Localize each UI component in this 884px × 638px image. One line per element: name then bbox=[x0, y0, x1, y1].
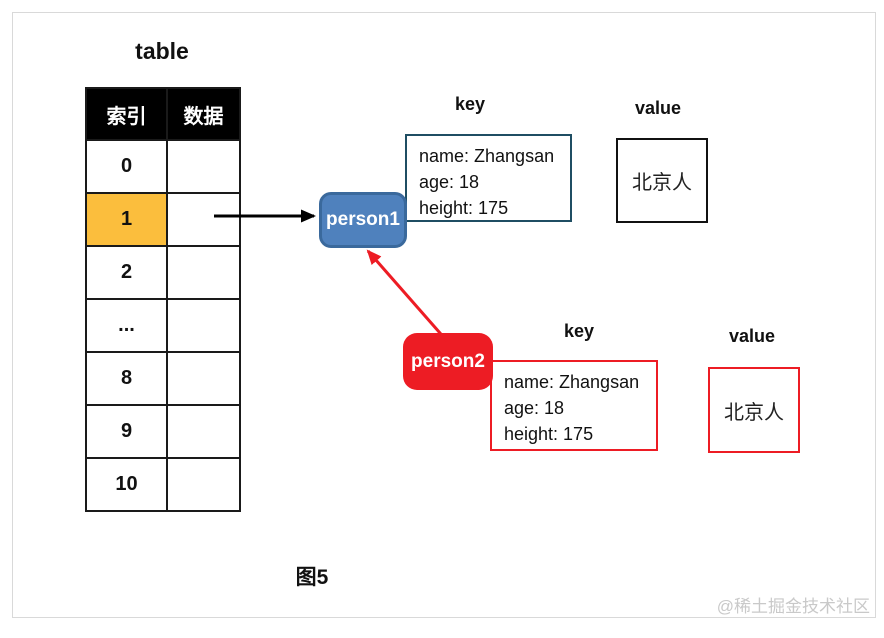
header-cell-data: 数据 bbox=[166, 87, 241, 141]
key-label-2: key bbox=[563, 321, 595, 341]
index-cell-0: 0 bbox=[85, 139, 168, 194]
index-cell-9: 9 bbox=[85, 404, 168, 459]
table-row: 8 bbox=[85, 351, 241, 406]
table-row: 10 bbox=[85, 457, 241, 512]
data-cell-ellipsis bbox=[166, 298, 241, 353]
key2-line-height: height: 175 bbox=[504, 424, 594, 444]
index-cell-10: 10 bbox=[85, 457, 168, 512]
hash-table: 索引 数据 0 1 2 ... 8 9 10 bbox=[85, 87, 241, 512]
value-label-1: value bbox=[634, 98, 682, 118]
person2-node: person2 bbox=[403, 333, 493, 390]
table-title: table bbox=[135, 38, 189, 64]
watermark-text: @稀土掘金技术社区 bbox=[716, 597, 870, 616]
data-cell-0 bbox=[166, 139, 241, 194]
header-cell-index: 索引 bbox=[85, 87, 168, 141]
key1-line-name: name: Zhangsan bbox=[419, 146, 555, 166]
index-cell-2: 2 bbox=[85, 245, 168, 300]
key-box-1: name: Zhangsan age: 18 height: 175 bbox=[405, 134, 572, 222]
index-cell-8: 8 bbox=[85, 351, 168, 406]
person1-node: person1 bbox=[319, 192, 407, 248]
table-row: 2 bbox=[85, 245, 241, 300]
data-cell-10 bbox=[166, 457, 241, 512]
key2-line-age: age: 18 bbox=[504, 398, 565, 418]
value-box-1: 北京人 bbox=[616, 138, 708, 223]
data-cell-2 bbox=[166, 245, 241, 300]
index-cell-ellipsis: ... bbox=[85, 298, 168, 353]
data-cell-8 bbox=[166, 351, 241, 406]
table-row: 0 bbox=[85, 139, 241, 194]
value-box-2: 北京人 bbox=[708, 367, 800, 453]
content-frame-border bbox=[12, 12, 876, 618]
key1-line-height: height: 175 bbox=[419, 198, 509, 218]
index-cell-1-highlighted: 1 bbox=[85, 192, 168, 247]
table-row: ... bbox=[85, 298, 241, 353]
key2-line-name: name: Zhangsan bbox=[504, 372, 640, 392]
data-cell-1 bbox=[166, 192, 241, 247]
key1-line-age: age: 18 bbox=[419, 172, 480, 192]
figure-caption: 图5 bbox=[295, 566, 329, 589]
table-row: 9 bbox=[85, 404, 241, 459]
table-row: 1 bbox=[85, 192, 241, 247]
table-header-row: 索引 数据 bbox=[85, 87, 241, 141]
data-cell-9 bbox=[166, 404, 241, 459]
key-box-2: name: Zhangsan age: 18 height: 175 bbox=[490, 360, 658, 451]
value-label-2: value bbox=[728, 326, 776, 346]
key-label-1: key bbox=[454, 94, 486, 114]
